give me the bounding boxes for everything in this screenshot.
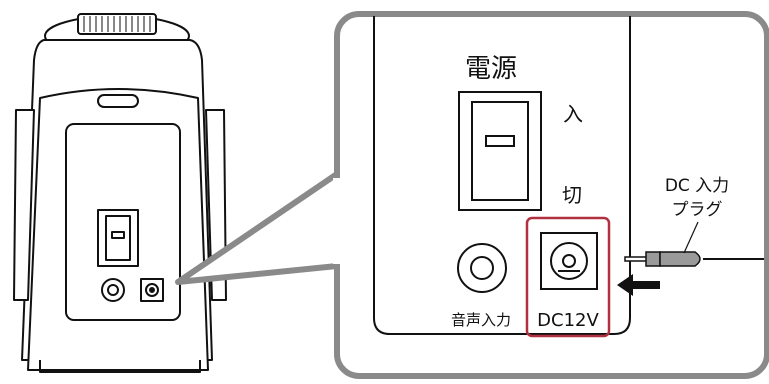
dc12v-highlight-box [525, 216, 611, 338]
device-feet [39, 360, 201, 373]
knob-ridged [77, 13, 157, 35]
dc12v-label: DC12V [537, 310, 599, 331]
small-audio-jack-hole [107, 284, 119, 296]
callout-seam [333, 178, 343, 264]
dc-plug-icon [624, 251, 764, 267]
power-off-label: 切 [562, 183, 582, 207]
power-on-label: 入 [563, 102, 583, 126]
power-switch-mark [485, 135, 515, 147]
dc-plug-tip [624, 256, 648, 262]
audio-jack-inner [470, 256, 494, 280]
power-switch-icon [458, 91, 542, 211]
dc-plug-body [659, 251, 701, 267]
small-dc-jack-pin [149, 287, 155, 293]
audio-jack-icon [457, 243, 507, 293]
small-switch-mark [111, 231, 125, 239]
dc-jack-center [562, 254, 576, 268]
insert-arrow-icon [617, 274, 660, 296]
zoomed-rear-panel [373, 16, 631, 335]
dc-plug-collar [645, 251, 661, 267]
device-illustration [13, 13, 227, 373]
audio-input-label: 音声入力 [451, 311, 511, 329]
dc-plug-leader-line [683, 221, 699, 254]
vent-slot [97, 94, 139, 108]
dc-jack-icon [540, 232, 598, 290]
left-fin [13, 109, 35, 301]
dc-plug-label-line2: プラグ [672, 200, 723, 220]
insert-arrow-shape [617, 274, 660, 296]
power-label: 電源 [465, 54, 517, 84]
power-switch-rocker [471, 101, 529, 201]
dc-plug-label-line1: DC 入力 [665, 176, 729, 196]
knob-ridges [83, 16, 151, 32]
